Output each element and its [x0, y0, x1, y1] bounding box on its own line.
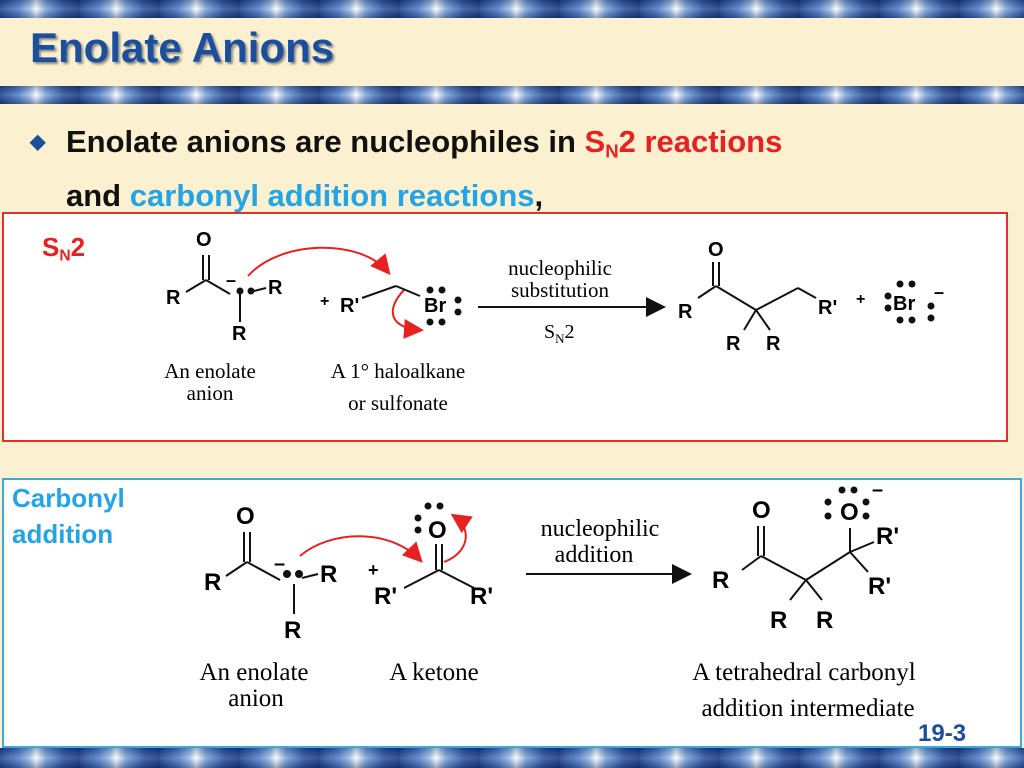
- intermediate-alkoxide-oxygen: O: [840, 499, 859, 526]
- carbonyl-enolate-structure: O R R R –: [204, 503, 337, 644]
- ketone-r-prime-left: R': [374, 583, 397, 610]
- carbonyl-arrow-label-1: nucleophilic: [541, 516, 660, 542]
- sn2-caption-enolate-1: An enolate: [164, 359, 256, 383]
- carbonyl-caption-intermediate-2: addition intermediate: [701, 695, 914, 722]
- top-decor-band: [0, 0, 1024, 18]
- carbonyl-caption-ketone: A ketone: [389, 659, 479, 686]
- carbonyl-enolate-minus: –: [274, 553, 285, 575]
- carbonyl-arrow-label-2: addition: [555, 542, 634, 568]
- intermediate-carbonyl-oxygen: O: [752, 497, 771, 524]
- sn2-arrow-below: SN2: [544, 321, 575, 346]
- carbonyl-addition-panel: [2, 478, 1022, 748]
- carbonyl-enolate-oxygen: O: [236, 503, 255, 530]
- sn2-arrow-label-2: substitution: [511, 278, 610, 302]
- haloalkane-bromine: Br: [424, 295, 446, 317]
- title-decor-band: [0, 86, 1024, 104]
- sn2-enolate-structure: O R R R –: [166, 229, 283, 345]
- bromide-ion: + Br –: [856, 280, 944, 324]
- bromide-symbol: Br: [893, 293, 915, 315]
- carbonyl-caption-enolate-1: An enolate: [200, 659, 309, 686]
- sn2-enolate-r-right: R: [268, 277, 283, 299]
- sn2-product-r-prime: R': [818, 297, 837, 319]
- carbonyl-pi-arrow: [443, 513, 473, 563]
- haloalkane-plus: +: [320, 293, 329, 310]
- sn2-product-oxygen: O: [708, 239, 724, 261]
- sn2-arrow-label-1: nucleophilic: [508, 256, 612, 280]
- sn2-term: SN2 reactions: [584, 124, 783, 162]
- haloalkane-r-prime: R': [340, 295, 359, 317]
- sn2-product-structure: O R R' R R: [678, 239, 837, 355]
- carbonyl-caption-enolate-2: anion: [228, 685, 284, 712]
- tetrahedral-intermediate-structure: O O – R R' R' R R: [712, 479, 899, 634]
- carbonyl-enolate-r-left: R: [204, 569, 221, 596]
- carbonyl-enolate-r-bottom: R: [284, 617, 301, 644]
- bullet-text-part1: Enolate anions are nucleophiles in: [66, 124, 585, 159]
- sn2-product-r-bottom-1: R: [726, 333, 741, 355]
- ketone-r-prime-right: R': [470, 583, 493, 610]
- carbonyl-caption-intermediate-1: A tetrahedral carbonyl: [692, 659, 916, 686]
- carbonyl-enolate-r-right: R: [320, 561, 337, 588]
- sn2-product-r-bottom-2: R: [766, 333, 781, 355]
- sn2-enolate-r-bottom: R: [232, 323, 247, 345]
- bullet-comma: ,: [534, 177, 544, 213]
- ketone-plus: +: [368, 560, 379, 580]
- page-number: 19-3: [918, 720, 967, 747]
- bottom-decor-band: [0, 748, 1024, 768]
- slide-title: Enolate Anions: [30, 24, 335, 71]
- ketone-structure: O + R' R': [368, 502, 493, 610]
- bromide-minus: –: [934, 282, 944, 302]
- bullet-text-part2: and: [66, 177, 130, 213]
- haloalkane-structure: + R' Br: [320, 285, 462, 326]
- carbonyl-term: carbonyl addition reactions: [129, 177, 535, 213]
- intermediate-r-bottom-1: R: [770, 607, 787, 634]
- sn2-caption-halo-2: or sulfonate: [348, 391, 448, 415]
- sn2-attack-arrow: [247, 246, 391, 277]
- intermediate-r-prime-top: R': [876, 523, 899, 550]
- intermediate-r-left: R: [712, 567, 729, 594]
- intermediate-r-prime-bottom: R': [868, 573, 891, 600]
- bullet-text: Enolate anions are nucleophiles in SN2 r…: [66, 120, 1016, 218]
- sn2-product-r-left: R: [678, 301, 693, 323]
- sn2-caption-enolate-2: anion: [187, 381, 234, 405]
- sn2-panel: [2, 212, 1008, 442]
- sn2-enolate-oxygen: O: [196, 229, 212, 251]
- carbonyl-attack-arrow: [299, 535, 423, 563]
- sn2-leaving-arrow: [391, 289, 424, 339]
- ketone-oxygen: O: [428, 517, 447, 544]
- bromide-plus: +: [856, 291, 865, 308]
- sn2-panel-label: SN2: [42, 232, 86, 265]
- sn2-caption-halo-1: A 1° haloalkane: [331, 359, 465, 383]
- sn2-enolate-r-left: R: [166, 287, 181, 309]
- intermediate-r-bottom-2: R: [816, 607, 833, 634]
- sn2-enolate-minus: –: [226, 270, 236, 290]
- diamond-bullet-icon: ◆: [30, 131, 46, 153]
- intermediate-minus: –: [872, 479, 883, 501]
